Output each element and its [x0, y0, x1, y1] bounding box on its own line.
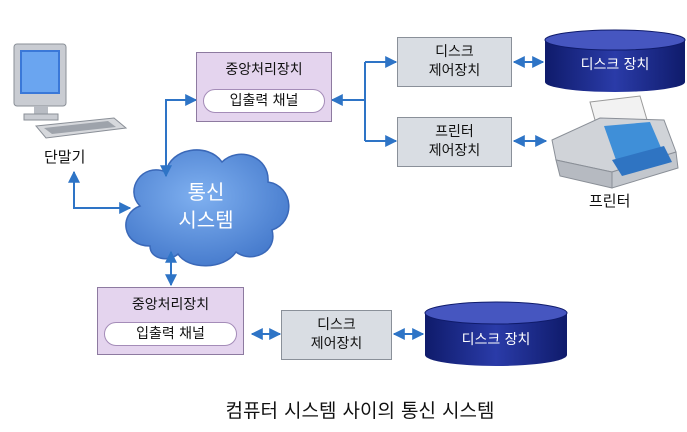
upper-io-channel: 입출력 채널	[203, 89, 325, 113]
upper-cpu-title: 중앙처리장치	[225, 62, 303, 78]
lower-disk-controller-line1: 디스크	[317, 317, 356, 333]
upper-cpu-box: 중앙처리장치 입출력 채널	[196, 52, 332, 122]
upper-disk-controller-line2: 제어장치	[428, 63, 481, 79]
printer-icon	[551, 95, 679, 189]
lower-disk-controller-box: 디스크 제어장치	[281, 310, 392, 360]
lower-disk-cylinder	[424, 301, 568, 366]
network-cloud-label: 통신 시스템	[146, 178, 266, 234]
upper-disk-cylinder	[544, 29, 686, 92]
connectors	[68, 56, 548, 340]
terminal-computer-icon	[13, 43, 128, 139]
network-cloud-line2: 시스템	[178, 208, 234, 232]
lower-disk-label: 디스크 장치	[461, 332, 531, 348]
lower-cpu-box: 중앙처리장치 입출력 채널	[97, 287, 244, 355]
terminal-label: 단말기	[44, 148, 86, 166]
printer-controller-box: 프린터 제어장치	[397, 117, 512, 167]
network-cloud-shape	[125, 149, 290, 267]
printer-controller-line1: 프린터	[435, 124, 474, 140]
diagram-caption: 컴퓨터 시스템 사이의 통신 시스템	[225, 400, 495, 422]
upper-disk-label: 디스크 장치	[580, 57, 650, 73]
lower-io-channel: 입출력 채널	[104, 322, 237, 346]
upper-disk-controller-line1: 디스크	[435, 44, 474, 60]
upper-disk-controller-box: 디스크 제어장치	[397, 37, 512, 87]
network-cloud-line1: 통신	[187, 180, 225, 204]
lower-disk-controller-line2: 제어장치	[310, 336, 363, 352]
printer-controller-line2: 제어장치	[428, 143, 481, 159]
printer-label: 프린터	[589, 192, 631, 210]
lower-cpu-title: 중앙처리장치	[131, 297, 210, 313]
